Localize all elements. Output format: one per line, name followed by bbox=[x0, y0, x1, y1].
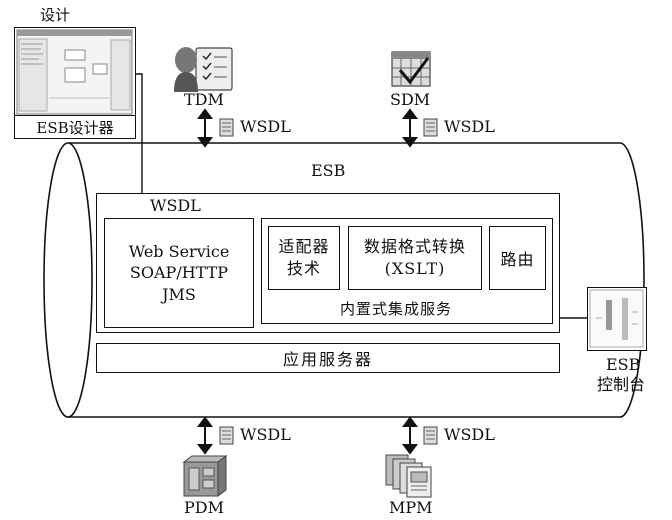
protocol-item: SOAP/HTTP bbox=[129, 263, 229, 283]
sdm-label: SDM bbox=[390, 90, 431, 109]
tdm-wsdl-label: WSDL bbox=[240, 117, 291, 136]
console-label-line2: 控制台 bbox=[597, 375, 646, 394]
esb-title: ESB bbox=[311, 161, 346, 180]
protocol-item: JMS bbox=[162, 284, 196, 304]
esb-designer-caption: ESB设计器 bbox=[15, 115, 135, 138]
esb-console-panel[interactable] bbox=[587, 287, 647, 351]
mpm-label: MPM bbox=[389, 498, 433, 517]
builtin-services-label: 内置式集成服务 bbox=[340, 300, 453, 318]
document-stack-icon bbox=[385, 454, 432, 498]
app-server-box bbox=[96, 343, 560, 373]
protocol-item: Web Service bbox=[128, 241, 230, 261]
pdm-wsdl-label: WSDL bbox=[240, 425, 291, 444]
transform-box bbox=[348, 226, 482, 290]
adapter-line: 适配器 bbox=[278, 237, 330, 257]
wsdl-document-icon bbox=[423, 426, 438, 445]
tdm-arrow bbox=[197, 108, 213, 148]
wsdl-document-icon bbox=[219, 426, 234, 445]
adapter-line: 技术 bbox=[286, 259, 321, 278]
wsdl-document-icon bbox=[423, 118, 438, 137]
adapter-box bbox=[268, 226, 340, 290]
adapter-text: 适配器 技术 bbox=[268, 226, 340, 290]
protocols-box bbox=[104, 218, 254, 328]
mpm-arrow bbox=[402, 416, 418, 455]
transform-text: 数据格式转换 (XSLT) bbox=[348, 226, 482, 290]
server-icon bbox=[182, 455, 228, 497]
routing-label: 路由 bbox=[500, 250, 535, 269]
wsdl-container-label: WSDL bbox=[150, 196, 201, 215]
designer-top-label: 设计 bbox=[40, 6, 71, 24]
wsdl-document-icon bbox=[219, 118, 234, 137]
routing-box bbox=[489, 226, 546, 290]
console-screenshot-thumbnail bbox=[589, 289, 644, 348]
designer-connector bbox=[136, 73, 143, 193]
calendar-check-icon bbox=[391, 51, 431, 87]
pdm-label: PDM bbox=[184, 498, 224, 517]
sdm-arrow bbox=[402, 108, 418, 148]
sdm-wsdl-label: WSDL bbox=[444, 117, 495, 136]
esb-designer-panel[interactable]: ESB设计器 bbox=[14, 27, 136, 139]
esb-cylinder-left-cap bbox=[43, 142, 93, 418]
pdm-arrow bbox=[197, 416, 213, 455]
designer-screenshot-thumbnail bbox=[16, 29, 133, 115]
mpm-wsdl-label: WSDL bbox=[444, 425, 495, 444]
transform-line: (XSLT) bbox=[384, 259, 446, 278]
console-label-line1: ESB bbox=[606, 355, 641, 374]
clipboard-user-icon bbox=[174, 47, 233, 92]
transform-line: 数据格式转换 bbox=[363, 237, 466, 257]
tdm-label: TDM bbox=[184, 90, 224, 109]
app-server-label: 应用服务器 bbox=[282, 350, 373, 369]
protocols-list: Web Service SOAP/HTTP JMS bbox=[104, 218, 254, 328]
